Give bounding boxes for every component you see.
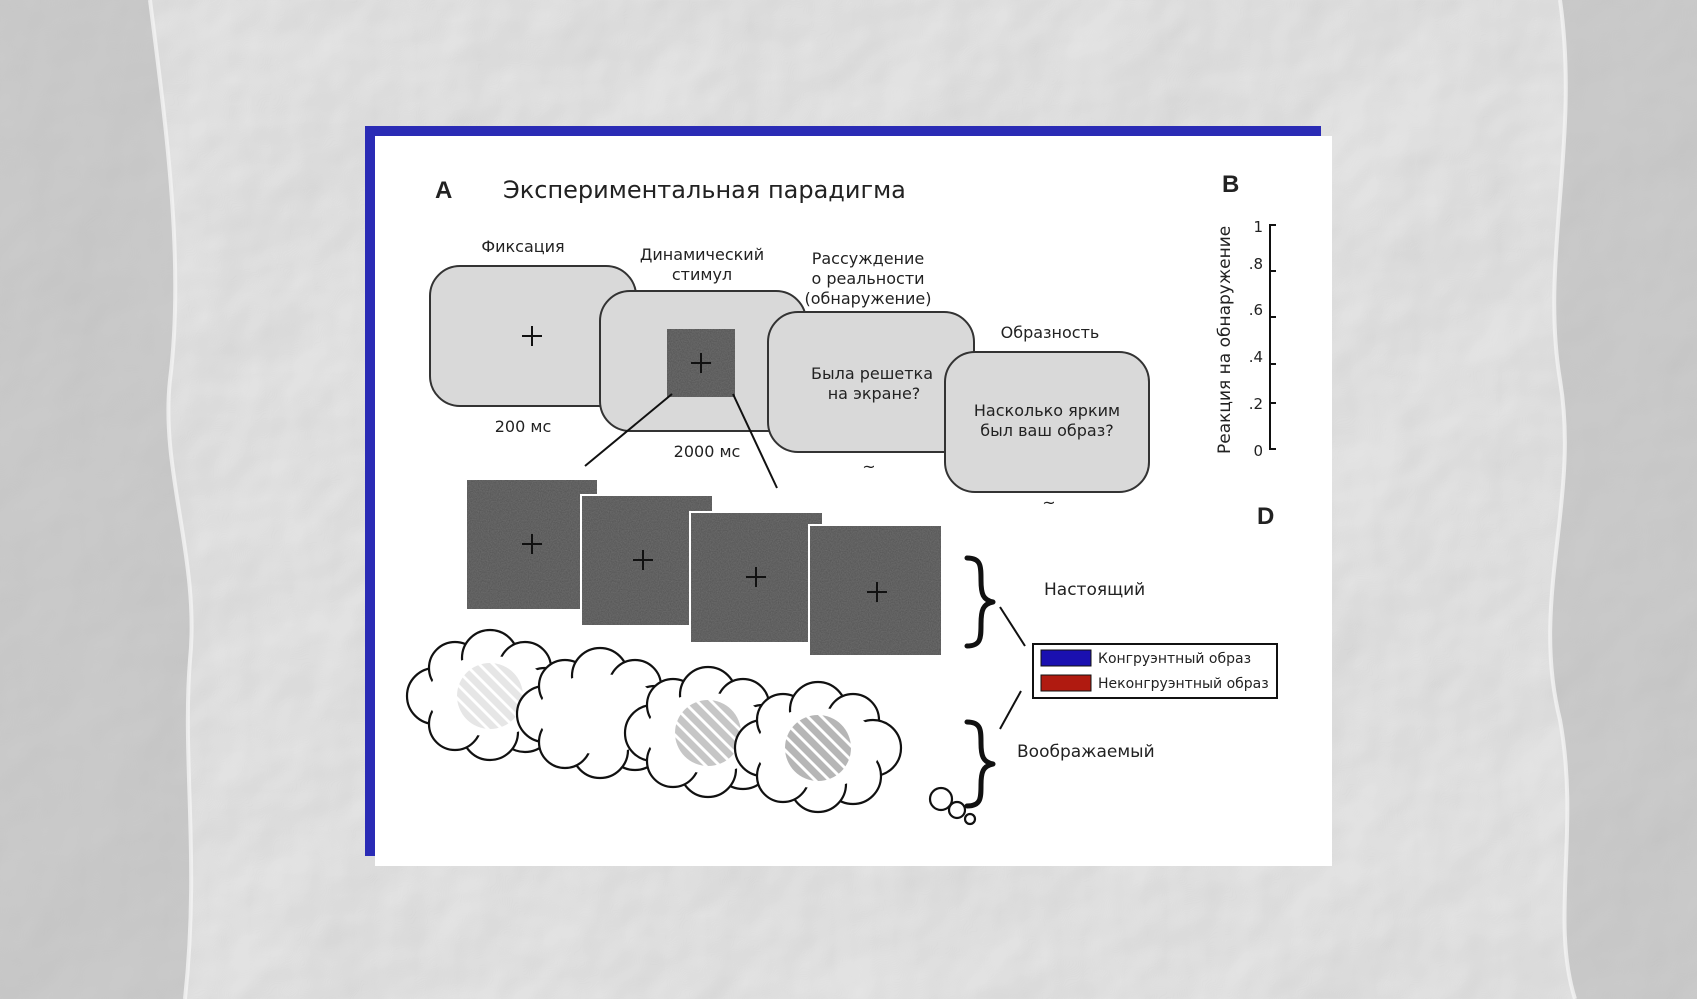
stage-4-duration: ~	[1042, 493, 1055, 512]
stage-3-question-line-2: на экране?	[828, 384, 921, 403]
legend-connector-top	[999, 606, 1026, 647]
panel-label-d: D	[1257, 503, 1274, 530]
legend-swatch-congruent	[1040, 649, 1092, 667]
thought-bubble-icon	[947, 800, 967, 820]
fixation-cross-icon	[522, 326, 542, 346]
noise-frame	[808, 524, 943, 657]
figure: A Экспериментальная парадигма Фиксация Д…	[405, 171, 1278, 826]
fixation-cross-icon	[746, 567, 766, 587]
zoom-line-left	[584, 393, 673, 467]
thought-cloud-icon	[733, 680, 903, 814]
stage-3-label-line-1: Рассуждение	[812, 249, 925, 268]
legend-label-incongruent: Неконгруэнтный образ	[1098, 676, 1269, 692]
legend: Конгруэнтный образ Неконгруэнтный образ	[1032, 643, 1278, 699]
fixation-cross-icon	[691, 353, 711, 373]
panel-b-tick: 1	[1253, 218, 1263, 236]
legend-swatch-incongruent	[1040, 674, 1092, 692]
legend-connector-bottom	[999, 690, 1022, 730]
stage-3-duration: ~	[862, 457, 875, 476]
brace-icon	[964, 719, 996, 809]
fixation-cross-icon	[522, 534, 542, 554]
stage-3-label-line-2: о реальности	[811, 269, 924, 288]
stage-4-screen	[944, 351, 1150, 493]
panel-b-tick: .8	[1249, 255, 1263, 273]
stage-3-question-line-1: Была решетка	[811, 364, 933, 383]
stage-2-label-line-1: Динамический	[640, 245, 764, 264]
stage-4-label: Образность	[1001, 323, 1100, 342]
stage-2-label-line-2: стимул	[672, 265, 732, 284]
stage-3-label-line-3: (обнаружение)	[805, 289, 932, 308]
panel-b-ylabel: Реакция на обнаружение	[1215, 226, 1235, 454]
panel-label-b: B	[1222, 171, 1239, 198]
condition-real-label: Настоящий	[1044, 580, 1145, 600]
panel-a-title: Экспериментальная парадигма	[503, 176, 906, 204]
stage-4-question-line-2: был ваш образ?	[980, 421, 1113, 440]
imagined-sequence	[405, 628, 977, 826]
stage-4-question-line-1: Насколько ярким	[974, 401, 1120, 420]
panel-label-a: A	[435, 177, 452, 204]
fixation-cross-icon	[867, 582, 887, 602]
noise-frame-sequence	[465, 478, 943, 657]
panel-b-tick: .2	[1249, 395, 1263, 413]
thought-bubble-icon	[928, 786, 954, 812]
panel-b-tick: .4	[1249, 348, 1263, 366]
condition-imagined-label: Воображаемый	[1017, 742, 1155, 762]
panel-b-tick: .6	[1249, 301, 1263, 319]
thought-bubble-icon	[963, 812, 977, 826]
zoom-line-right	[732, 393, 778, 489]
fixation-cross-icon	[633, 550, 653, 570]
stage-2-duration: 2000 мс	[674, 442, 741, 461]
panel-b-tick: 0	[1253, 442, 1263, 460]
legend-label-congruent: Конгруэнтный образ	[1098, 651, 1251, 667]
stage-1-duration: 200 мс	[495, 417, 552, 436]
panel-b-axis	[1269, 224, 1276, 450]
stage-1-label: Фиксация	[481, 237, 564, 256]
brace-icon	[964, 555, 996, 649]
